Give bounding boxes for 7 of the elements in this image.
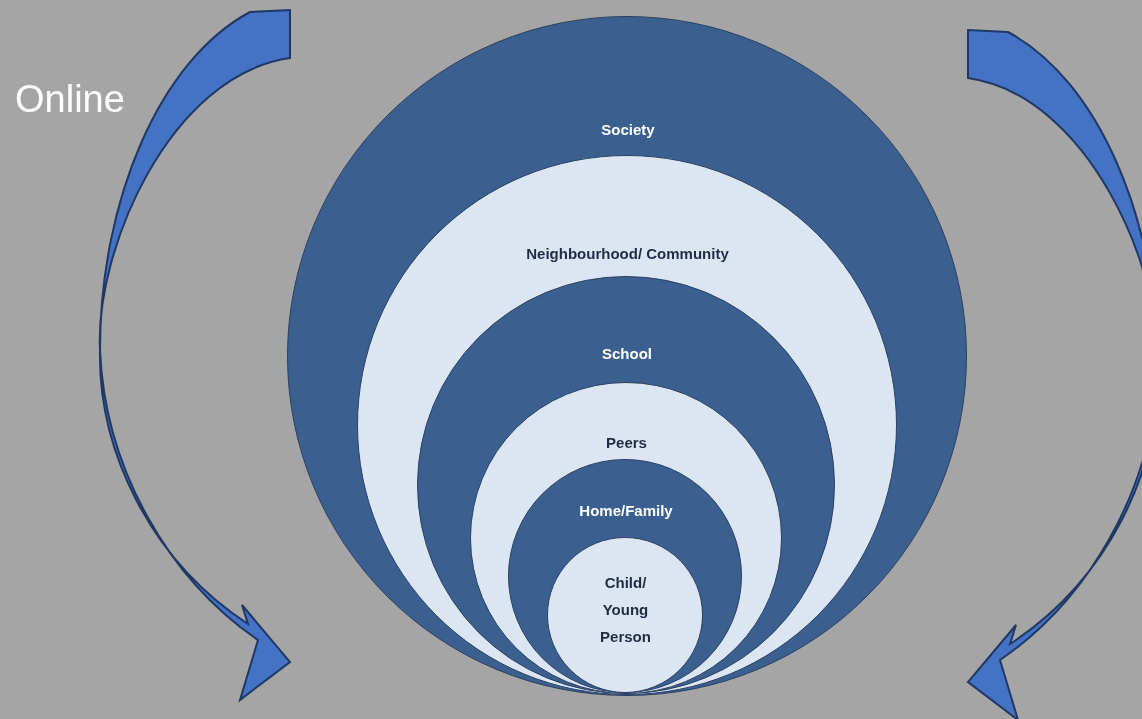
ring-label: Society [600,121,656,139]
online-label: Online [15,78,125,121]
ring-label: Neighbourhood/ Community [525,244,730,263]
ring-label: Peers [605,433,648,452]
ring-label: Child/ Young Person [599,572,652,647]
ring-label: Home/Family [578,502,674,520]
ring-label: School [601,345,653,363]
